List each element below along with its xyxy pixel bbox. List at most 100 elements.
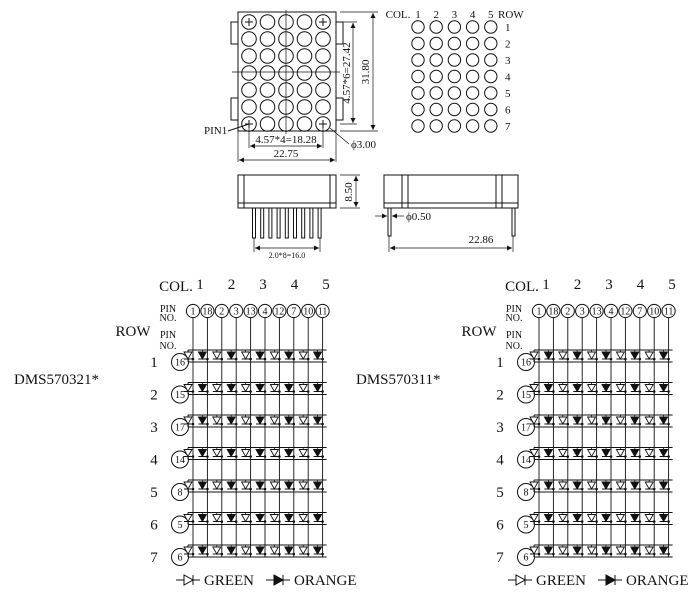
column-pin-number: 7: [291, 307, 296, 318]
junction-dot: [234, 552, 238, 556]
junction-dot: [609, 520, 613, 523]
col-number: 5: [668, 277, 676, 293]
pin-lead: [252, 207, 256, 239]
green-diode-symbol: [269, 546, 280, 555]
junction-dot: [321, 520, 324, 523]
orange-diode-symbol: [284, 481, 294, 490]
dimension-arrow: [353, 202, 359, 207]
green-diode-symbol: [240, 449, 251, 458]
junction-dot: [624, 552, 627, 556]
junction-dot: [566, 552, 570, 556]
orange-diode-symbol: [255, 384, 265, 393]
junction-dot: [537, 487, 541, 491]
column-pin-number: 7: [637, 307, 642, 318]
junction-dot: [566, 455, 570, 458]
green-diode-symbol: [615, 351, 626, 360]
col-number: 2: [433, 9, 439, 21]
orange-diode-symbol: [284, 514, 294, 523]
row-number: 2: [150, 388, 158, 404]
row-number: 3: [150, 420, 158, 436]
green-diode-symbol: [240, 481, 251, 490]
junction-dot: [292, 520, 296, 523]
dimension-arrow: [239, 157, 244, 163]
junction-dot: [652, 552, 656, 556]
junction-dot: [638, 487, 642, 491]
col-number: 1: [415, 9, 421, 21]
orange-diode-symbol: [284, 416, 294, 425]
orange-diode-symbol: [601, 481, 611, 490]
junction-dot: [537, 520, 541, 523]
column-pin-number: 4: [263, 307, 268, 318]
pin1-leader: [227, 123, 250, 132]
row-number: 6: [505, 105, 511, 117]
column-pin-number: 3: [580, 307, 585, 318]
orange-diode-symbol: [255, 481, 265, 490]
junction-dot: [537, 357, 541, 361]
junction-dot: [552, 422, 555, 426]
green-diode-symbol: [644, 481, 654, 490]
dimension-arrow: [507, 245, 512, 251]
junction-dot: [220, 487, 224, 491]
green-diode-symbol: [558, 449, 568, 458]
column-pin-number: 2: [219, 307, 224, 318]
led-dot: [465, 53, 480, 67]
junction-dot: [638, 552, 642, 556]
led-dot: [429, 53, 443, 67]
led-dot: [411, 86, 425, 100]
green-diode-symbol: [529, 546, 539, 555]
junction-dot: [306, 552, 310, 556]
orange-diode-symbol: [601, 546, 611, 555]
green-diode-symbol: [644, 514, 654, 523]
orange-diode-symbol: [572, 416, 582, 425]
led-dot: [465, 102, 480, 117]
orange-diode-symbol: [572, 351, 582, 360]
row-number: 5: [505, 88, 511, 100]
col-number: 3: [605, 277, 613, 293]
orange-diode-symbol: [197, 514, 208, 523]
junction-dot: [306, 520, 310, 523]
green-diode-symbol: [529, 384, 539, 393]
dimension-arrow: [390, 245, 395, 251]
end-body: [383, 174, 519, 204]
dimension-arrow: [255, 245, 260, 251]
junction-dot: [306, 390, 310, 393]
orange-diode-symbol: [543, 416, 554, 425]
green-diode-symbol: [240, 514, 251, 523]
orange-diode-symbol: [197, 384, 208, 393]
row-number: 5: [496, 485, 504, 501]
green-diode-symbol: [558, 416, 568, 425]
junction-dot: [667, 455, 670, 458]
led-dot: [465, 20, 480, 34]
junction-dot: [249, 422, 252, 426]
junction-dot: [537, 455, 541, 458]
led-dot: [259, 48, 276, 64]
orange-diode-symbol: [312, 514, 323, 523]
junction-dot: [249, 487, 252, 491]
row-number: 3: [496, 420, 504, 436]
row-pin-number: 14: [175, 455, 185, 466]
green-diode-symbol: [269, 449, 280, 458]
junction-dot: [667, 390, 670, 393]
column-pin-number: 2: [565, 307, 570, 318]
pin-label: PIN: [506, 330, 522, 341]
dot-diameter-label: ϕ3.00: [351, 139, 377, 151]
green-diode-symbol: [183, 416, 193, 425]
green-diode-symbol: [298, 449, 308, 458]
height-dimension: 31.80: [360, 59, 372, 84]
led-dot: [429, 86, 443, 100]
junction-dot: [263, 357, 267, 361]
led-dot: [411, 119, 425, 133]
dimension-arrow: [330, 157, 335, 163]
junction-dot: [638, 390, 642, 393]
row-number: 7: [505, 121, 511, 133]
side-notch: [335, 21, 344, 45]
row-number: 6: [150, 518, 158, 534]
led-dot: [447, 86, 462, 100]
green-diode-symbol: [529, 514, 539, 523]
green-diode-symbol: [529, 351, 539, 360]
led-dot: [465, 69, 480, 84]
junction-dot: [263, 552, 267, 556]
led-dot: [259, 116, 276, 132]
junction-dot: [667, 422, 670, 426]
